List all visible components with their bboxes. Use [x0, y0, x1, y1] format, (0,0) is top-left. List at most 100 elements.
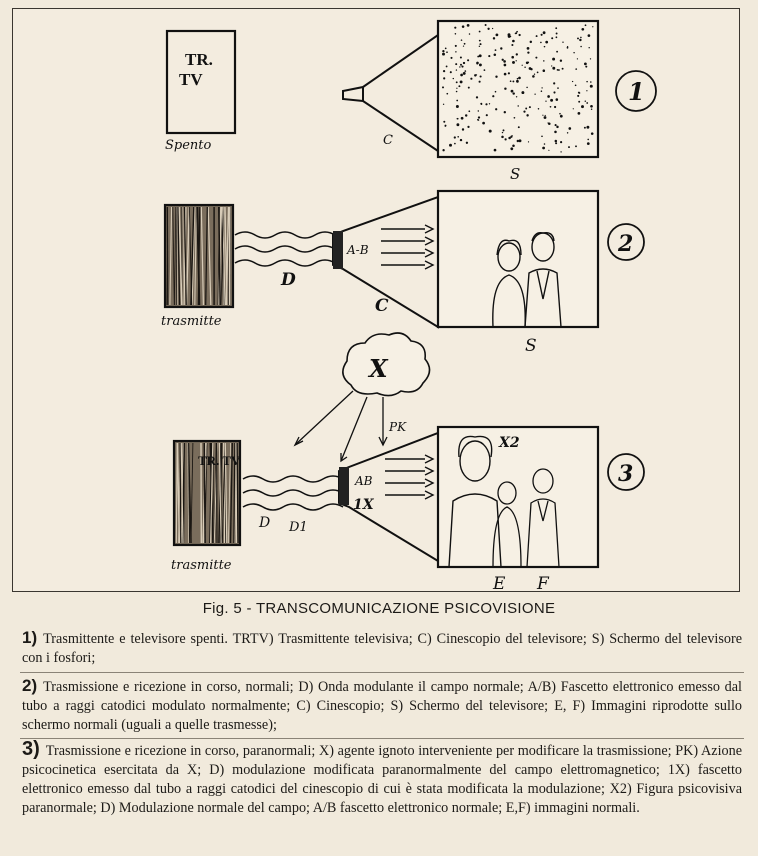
- wave-2a: [234, 231, 336, 239]
- phosphor-dot: [512, 60, 515, 64]
- phosphor-dot: [566, 46, 569, 49]
- phosphor-dot: [464, 114, 468, 117]
- hatch-line: [175, 206, 178, 306]
- phosphor-dot: [488, 55, 491, 58]
- phosphor-dot: [537, 108, 540, 110]
- phosphor-dot: [579, 38, 582, 42]
- phosphor-dot: [556, 125, 559, 129]
- phosphor-dot: [516, 80, 519, 83]
- phosphor-dot: [502, 129, 505, 132]
- hatch-line: [229, 442, 233, 544]
- hatch-line: [176, 442, 181, 544]
- panel2-wave-label: D: [280, 270, 296, 290]
- phosphor-dot: [532, 75, 535, 78]
- hatch-line: [174, 206, 177, 306]
- phosphor-dot: [529, 40, 533, 44]
- phosphor-dot: [454, 44, 457, 47]
- phosphor-dot: [504, 138, 507, 141]
- phosphor-dot: [555, 142, 558, 145]
- tube-3-neck: [339, 467, 349, 505]
- phosphor-dot: [460, 63, 462, 66]
- phosphor-dot: [581, 27, 585, 31]
- phosphor-dot: [554, 105, 557, 109]
- legend-item-1: 1)Trasmittente e televisore spenti. TRTV…: [22, 628, 742, 668]
- phosphor-dot: [487, 27, 490, 30]
- phosphor-dot: [578, 100, 581, 103]
- panel3-beam-label-1: AB: [354, 474, 373, 488]
- phosphor-dot: [507, 72, 510, 75]
- phosphor-dots: [441, 23, 594, 153]
- phosphor-dot: [459, 56, 462, 59]
- phosphor-dot: [566, 132, 569, 134]
- phosphor-dot: [446, 92, 449, 95]
- phosphor-dot: [449, 143, 452, 147]
- phosphor-dot: [443, 120, 446, 123]
- phosphor-dot: [554, 130, 557, 134]
- panel3-number: 3: [618, 461, 633, 487]
- phosphor-dot: [545, 100, 547, 102]
- phosphor-dot: [540, 90, 543, 92]
- phosphor-dot: [573, 51, 575, 54]
- panel1-number-circle: [615, 70, 657, 112]
- panel1-screen-label: S: [510, 165, 520, 183]
- phosphor-dot: [554, 139, 558, 143]
- phosphor-dot: [449, 71, 452, 74]
- hatch-line: [177, 206, 181, 306]
- hatch-line: [224, 206, 228, 306]
- phosphor-dot: [512, 144, 515, 147]
- phosphor-dot: [586, 142, 590, 145]
- phosphor-dot: [465, 141, 469, 144]
- couple-figures-2: [492, 231, 562, 328]
- phosphor-dot: [452, 77, 454, 80]
- phosphor-dot: [512, 80, 515, 83]
- phosphor-dot: [454, 26, 457, 29]
- phosphor-dot: [479, 75, 482, 78]
- phosphor-dot: [459, 66, 461, 68]
- phosphor-dot: [572, 108, 574, 110]
- legend-text-1: Trasmittente e televisore spenti. TRTV) …: [22, 631, 742, 666]
- phosphor-dot: [585, 65, 588, 68]
- phosphor-dot: [494, 49, 497, 51]
- phosphor-dot: [441, 86, 445, 89]
- phosphor-dot: [535, 56, 538, 59]
- panel3-screen-label-f: F: [536, 574, 550, 593]
- phosphor-dot: [541, 135, 543, 138]
- phosphor-dot: [467, 59, 470, 62]
- hatch-line: [169, 206, 173, 306]
- phosphor-dot: [543, 60, 545, 62]
- phosphor-dot: [475, 96, 479, 99]
- phosphor-dot: [575, 68, 578, 70]
- phosphor-dot: [528, 106, 531, 109]
- phosphor-dot: [485, 103, 488, 106]
- panel3-screen-label-e: E: [492, 574, 506, 593]
- phosphor-dot: [545, 40, 549, 44]
- legend-item-3: 3)Trasmissione e ricezione in corso, par…: [22, 739, 742, 818]
- phosphor-dot: [556, 69, 559, 71]
- phosphor-dot: [461, 65, 464, 68]
- phosphor-dot: [559, 114, 563, 118]
- phosphor-dot: [467, 125, 470, 129]
- phosphor-dot: [542, 114, 544, 116]
- phosphor-dot: [455, 69, 458, 71]
- figure-caption: Fig. 5 - TRANSCOMUNICAZIONE PSICOVISIONE: [202, 600, 556, 617]
- phosphor-dot: [504, 87, 507, 90]
- wave-2b: [234, 245, 336, 253]
- phosphor-dot: [464, 70, 467, 72]
- phosphor-dot: [518, 33, 521, 37]
- phosphor-dot: [560, 141, 563, 144]
- phosphor-dot: [492, 37, 496, 40]
- phosphor-dot: [553, 91, 556, 94]
- tv-set-off: [165, 29, 237, 135]
- screen-3-paranormal-image: [436, 425, 600, 569]
- phosphor-dot: [514, 32, 517, 35]
- phosphor-dot: [442, 103, 445, 105]
- phosphor-dot: [574, 84, 577, 87]
- hatch-line: [233, 442, 236, 544]
- phosphor-dot: [503, 72, 507, 76]
- phosphor-dot: [508, 136, 511, 140]
- hatch-line: [166, 206, 169, 306]
- phosphor-dot: [455, 90, 458, 93]
- phosphor-dot: [566, 45, 569, 48]
- hatch-line: [172, 206, 175, 306]
- phosphor-dot: [495, 75, 498, 78]
